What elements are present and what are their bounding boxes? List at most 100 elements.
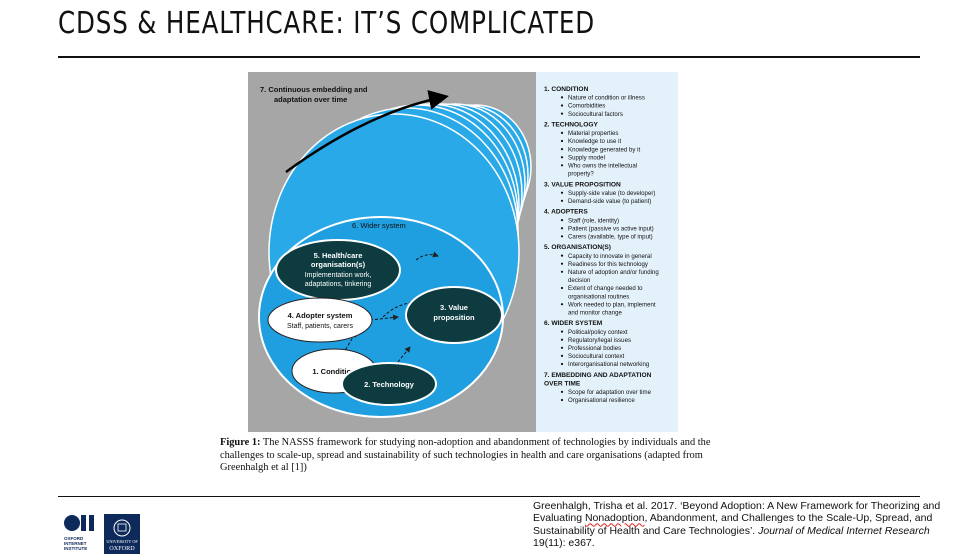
panel-item: Readiness for this technology [568, 261, 649, 268]
panel-item: Knowledge generated by it [568, 146, 640, 153]
wider-system-label: 6. Wider system [352, 221, 406, 230]
caption-text: The NASSS framework for studying non-ado… [220, 437, 711, 474]
panel-item: Patient (passive vs active input) [568, 225, 654, 232]
panel-bullet [560, 338, 564, 341]
factor-panel: 1. CONDITION Nature of condition or illne… [544, 86, 659, 404]
panel-bullet [560, 96, 564, 99]
panel-heading-4: 4. ADOPTERS [544, 209, 588, 216]
panel-item: Carers (available, type of input) [568, 234, 653, 241]
panel-heading-7-cont: OVER TIME [544, 381, 581, 388]
panel-bullet [560, 330, 564, 333]
panel-bullet [560, 131, 564, 134]
panel-item: Who owns the intellectual [568, 163, 637, 170]
panel-bullet [560, 156, 564, 159]
panel-bullet [560, 227, 564, 230]
panel-bullet [560, 164, 564, 167]
panel-bullet [560, 362, 564, 366]
svg-text:OXFORD: OXFORD [109, 545, 135, 552]
svg-text:INSTITUTE: INSTITUTE [64, 546, 87, 551]
adopter-title: 4. Adopter system [288, 311, 353, 320]
citation: Greenhalgh, Trisha et al. 2017. ‘Beyond … [533, 500, 953, 550]
panel-bullet [560, 139, 564, 143]
svg-text:UNIVERSITY OF: UNIVERSITY OF [106, 539, 138, 544]
panel-item: Interorganisational networking [568, 361, 649, 368]
svg-text:OXFORD: OXFORD [64, 536, 84, 541]
technology-ellipse [341, 362, 437, 406]
page-title: CDSS & HEALTHCARE: IT’S COMPLICATED [58, 6, 596, 41]
panel-item: Scope for adaptation over time [568, 389, 652, 396]
factor-panel-background [536, 72, 678, 432]
panel-item: Material properties [568, 130, 618, 137]
embedding-label-line1: 7. Continuous embedding and [260, 85, 368, 94]
panel-item: Comorbidities [568, 103, 605, 110]
panel-bullet [560, 270, 564, 273]
panel-heading-1: 1. CONDITION [544, 86, 589, 93]
panel-bullet [560, 398, 564, 402]
embedding-label-line2: adaptation over time [274, 95, 347, 104]
panel-bullet [560, 390, 564, 393]
caption-label: Figure 1: [220, 437, 261, 448]
value-ellipse [405, 286, 503, 344]
citation-part1: Greenhalgh, Trisha et al. 2017. ‘Beyond … [533, 500, 941, 525]
panel-heading-2: 2. TECHNOLOGY [544, 122, 598, 129]
health-org-sub-1: Implementation work, [305, 272, 372, 279]
adopter-sub: Staff, patients, carers [287, 323, 354, 330]
panel-bullet [560, 262, 564, 265]
panel-item: Supply model [568, 154, 605, 161]
panel-item: Capacity to innovate in general [568, 253, 652, 260]
citation-part3: 19(11): e367. [533, 537, 595, 550]
panel-bullet [560, 112, 564, 115]
oii-logo: OXFORD INTERNET INSTITUTE [62, 514, 102, 554]
panel-bullet [560, 235, 564, 238]
panel-item: Nature of adoption and/or funding [568, 269, 659, 276]
panel-bullet [560, 104, 564, 107]
panel-heading-6: 6. WIDER SYSTEM [544, 320, 603, 327]
panel-item: Sociocultural context [568, 353, 625, 360]
panel-item: Professional bodies [568, 345, 621, 352]
panel-item: Supply-side value (to developer) [568, 190, 655, 197]
panel-item: and monitor change [568, 310, 622, 317]
health-org-title-1: 5. Health/care [314, 251, 363, 260]
citation-misspelled-word: Nonadoption [584, 512, 645, 525]
panel-bullet [560, 303, 564, 306]
panel-item: Regulatory/legal issues [568, 337, 631, 344]
nasss-figure: 7. Continuous embedding and adaptation o… [248, 72, 678, 432]
panel-item: Nature of condition or illness [568, 95, 645, 102]
title-rule [58, 56, 920, 58]
panel-item: Staff (role, identity) [568, 217, 619, 224]
panel-item: Demand-side value (to patient) [568, 198, 651, 205]
oxford-logo: UNIVERSITY OF OXFORD [104, 514, 140, 554]
value-label-2: proposition [433, 313, 475, 322]
panel-bullet [560, 191, 564, 194]
condition-label: 1. Condition [312, 367, 356, 376]
adopter-ellipse [267, 297, 373, 343]
panel-bullet [560, 254, 564, 257]
panel-heading-7: 7. EMBEDDING AND ADAPTATION [544, 372, 652, 379]
health-org-title-2: organisation(s) [311, 260, 366, 269]
panel-item: Political/policy context [568, 329, 628, 336]
citation-part2: , Abandonment, and Challenges to the Sca… [533, 512, 933, 537]
panel-bullet [560, 346, 564, 349]
footer-rule [58, 496, 920, 497]
panel-heading-3: 3. VALUE PROPOSITION [544, 181, 621, 188]
nasss-diagram: 7. Continuous embedding and adaptation o… [248, 72, 678, 432]
value-label-1: 3. Value [440, 303, 468, 312]
panel-bullet [560, 199, 564, 202]
svg-text:INTERNET: INTERNET [64, 541, 87, 546]
panel-item: Extent of change needed to [568, 285, 643, 292]
panel-item: decision [568, 277, 590, 284]
citation-journal: Journal of Medical Internet Research [758, 524, 930, 537]
health-org-ellipse [275, 239, 401, 301]
technology-label: 2. Technology [364, 380, 415, 389]
panel-heading-5: 5. ORGANISATION(S) [544, 244, 611, 251]
panel-item: Organisational resilience [568, 397, 635, 404]
health-org-sub-2: adaptations, tinkering [305, 281, 372, 288]
embedding-arrow [285, 90, 449, 174]
panel-item: Knowledge to use it [568, 138, 621, 145]
panel-bullet [560, 219, 564, 222]
panel-bullet [560, 354, 564, 357]
panel-bullet [560, 148, 564, 151]
figure-caption: Figure 1: The NASSS framework for studyi… [220, 437, 720, 475]
panel-item: Work needed to plan, implement [568, 301, 656, 308]
panel-item: property? [568, 171, 594, 178]
